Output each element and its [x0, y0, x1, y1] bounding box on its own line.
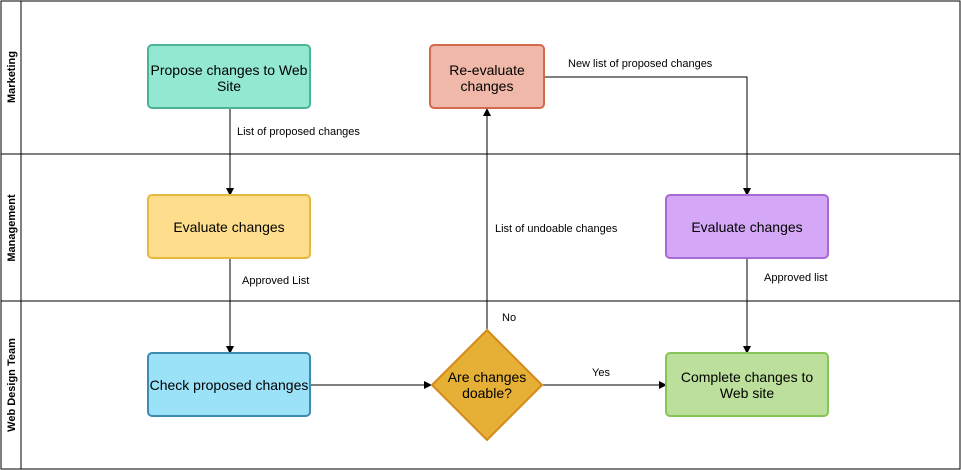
node-decision-line2: doable?	[462, 385, 512, 401]
edge-label-approved-list-2: Approved list	[764, 272, 828, 284]
edge-label-approved-list-1: Approved List	[242, 275, 309, 287]
edge-label-new-list: New list of proposed changes	[568, 58, 713, 70]
lane-title-web-design-team: Web Design Team	[6, 338, 18, 432]
node-evaluate-changes-purple[interactable]: Evaluate changes	[665, 194, 829, 259]
node-propose-changes[interactable]: Propose changes to Web Site	[147, 44, 311, 109]
node-decision-doable[interactable]: Are changes doable?	[430, 328, 544, 442]
node-complete-line1: Complete changes to	[681, 369, 814, 385]
node-complete-changes[interactable]: Complete changes to Web site	[665, 352, 829, 417]
edge-label-yes: Yes	[592, 367, 610, 379]
node-propose-line1: Propose changes to Web	[151, 62, 308, 78]
lane-title-marketing: Marketing	[6, 51, 18, 103]
node-evaluate2-label: Evaluate changes	[691, 219, 802, 235]
node-reevaluate-changes[interactable]: Re-evaluate changes	[429, 44, 545, 109]
edge-label-list-proposed: List of proposed changes	[237, 126, 360, 138]
node-check-label: Check proposed changes	[150, 377, 309, 393]
edge-decision-no-to-reevaluate: No List of undoable changes	[483, 108, 618, 330]
node-reevaluate-line1: Re-evaluate	[449, 62, 525, 78]
node-complete-line2: Web site	[720, 385, 774, 401]
edge-label-list-undoable: List of undoable changes	[495, 223, 618, 235]
edge-decision-yes-to-complete: Yes	[542, 367, 667, 389]
edge-evaluate2-to-complete: Approved list	[743, 259, 828, 354]
edge-reevaluate-to-evaluate2: New list of proposed changes	[544, 58, 751, 196]
node-check-proposed-changes[interactable]: Check proposed changes	[147, 352, 311, 417]
edge-propose-to-evaluate: List of proposed changes	[226, 108, 360, 196]
lane-title-management: Management	[6, 194, 18, 262]
node-evaluate-changes-management[interactable]: Evaluate changes	[147, 194, 311, 259]
node-evaluate1-label: Evaluate changes	[173, 219, 284, 235]
edge-evaluate-to-check: Approved List	[226, 259, 309, 354]
edge-label-no: No	[502, 312, 516, 324]
node-reevaluate-line2: changes	[461, 78, 514, 94]
node-decision-line1: Are changes	[448, 369, 527, 385]
node-propose-line2: Site	[217, 78, 241, 94]
